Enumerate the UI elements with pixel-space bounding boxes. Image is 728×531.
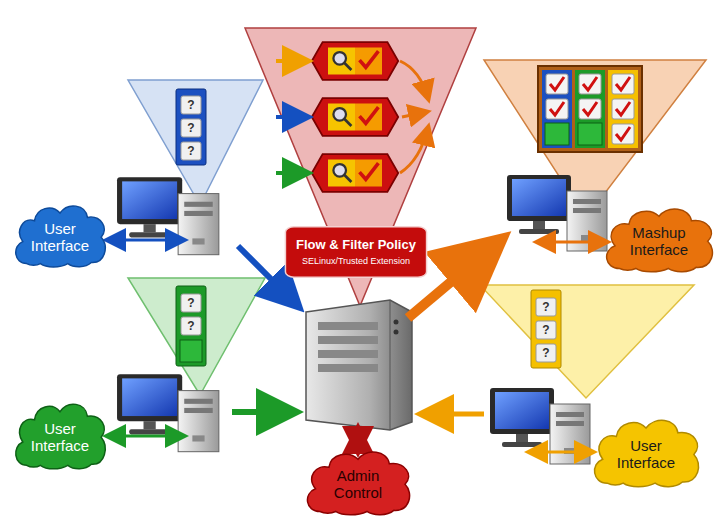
box-shape <box>284 226 428 278</box>
document-mark: ? <box>184 144 198 158</box>
document-mark: ? <box>184 319 198 333</box>
node-title: User Interface <box>25 220 95 255</box>
policy-box: Flow & Filter PolicySELinux/Trusted Exte… <box>284 226 428 278</box>
document-mark: ? <box>539 346 553 360</box>
node-subtitle: SELinux/Trusted Extension <box>302 256 410 266</box>
node-title: Mashup Interface <box>615 224 703 259</box>
document-mark: ? <box>539 300 553 314</box>
interface-cloud: User Interface <box>589 416 703 488</box>
node-title: User Interface <box>25 420 95 455</box>
interface-cloud: User Interface <box>11 202 109 268</box>
node-title: Flow & Filter Policy <box>296 238 416 253</box>
interface-cloud: Admin Control <box>302 448 414 516</box>
document-mark: ? <box>539 323 553 337</box>
document-mark: ? <box>184 296 198 310</box>
node-title: Admin Control <box>316 467 400 502</box>
node-title: User Interface <box>603 437 689 472</box>
interface-cloud: Mashup Interface <box>601 205 717 273</box>
document-mark: ? <box>184 121 198 135</box>
document-mark: ? <box>184 98 198 112</box>
interface-cloud: User Interface <box>11 400 109 470</box>
